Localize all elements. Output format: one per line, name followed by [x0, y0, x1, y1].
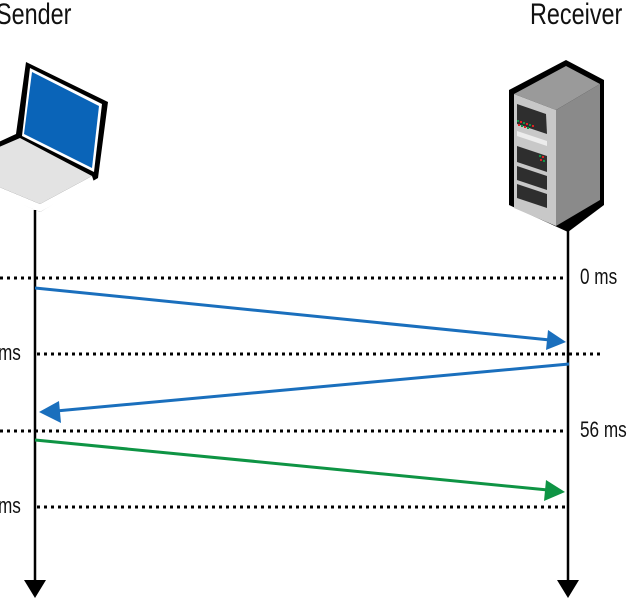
message-3-arrowhead: [544, 480, 565, 501]
message-2: [39, 362, 570, 423]
sender-lifeline: [24, 210, 46, 598]
message-2-arrowhead: [39, 401, 61, 423]
right-time-label-1: 0 ms: [580, 264, 618, 289]
sender-lifeline-arrowhead: [24, 580, 46, 598]
right-time-label-2: 56 ms: [580, 417, 627, 442]
receiver-lifeline: [557, 228, 579, 598]
receiver-lifeline-arrowhead: [557, 580, 579, 598]
message-1-arrowhead: [546, 330, 566, 350]
receiver-label: Receiver: [530, 0, 623, 31]
message-3: [34, 438, 565, 501]
sequence-diagram: [0, 60, 604, 598]
server-icon: [509, 60, 604, 232]
status-leds: [517, 120, 545, 162]
laptop-icon: [0, 62, 108, 212]
left-time-label-1: ms: [0, 340, 21, 365]
left-time-label-2: ms: [0, 493, 21, 518]
sender-label: Sender: [0, 0, 72, 31]
time-gridlines: [0, 276, 600, 509]
message-1: [34, 286, 566, 350]
